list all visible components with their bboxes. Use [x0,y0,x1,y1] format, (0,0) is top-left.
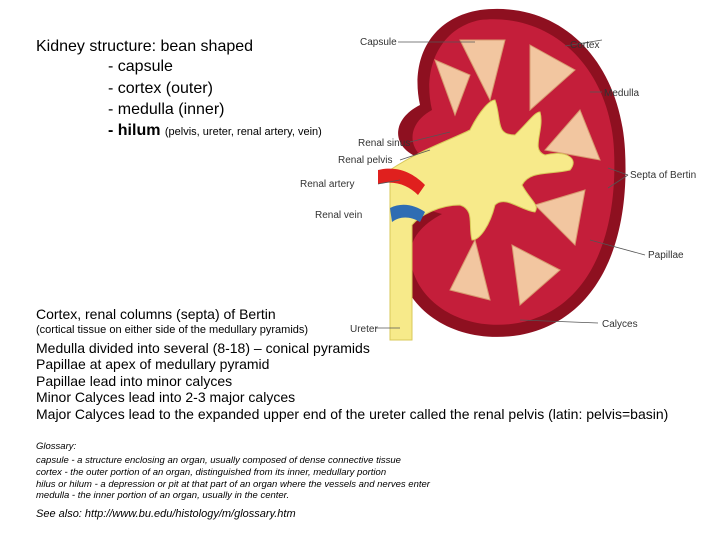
label-cortex: Cortex [570,40,599,51]
pyramid [544,109,601,161]
pyramid [529,44,576,112]
body-line: Minor Calyces lead into 2-3 major calyce… [36,389,296,405]
intro-item-medulla: - medulla (inner) [108,101,225,118]
glossary-heading: Glossary: [36,441,77,452]
intro-item-hilum: - hilum (pelvis, ureter, renal artery, v… [108,122,322,140]
hilum-label: - hilum [108,122,161,139]
renal-artery-shape [378,168,425,195]
label-capsule: Capsule [360,37,397,48]
label-renal-sinus: Renal sinus [358,138,410,149]
see-also-link[interactable]: See also: http://www.bu.edu/histology/m/… [36,508,296,520]
cortex-line: Cortex, renal columns (septa) of Bertin [36,306,276,322]
kidney-diagram: Capsule Cortex Medulla Renal sinus Renal… [300,8,696,341]
label-papillae: Papillae [648,250,684,261]
label-renal-pelvis: Renal pelvis [338,155,392,166]
label-ureter: Ureter [350,324,378,335]
hilum-detail: (pelvis, ureter, renal artery, vein) [164,126,322,138]
glossary-entry: capsule - a structure enclosing an organ… [36,455,401,466]
renal-pelvis-shape [389,99,574,341]
label-septa: Septa of Bertin [630,170,696,181]
intro-item-cortex: - cortex (outer) [108,80,213,97]
label-medulla: Medulla [604,88,639,99]
intro-item-capsule: - capsule [108,58,173,75]
kidney-structure-title: Kidney structure: bean shaped [36,38,254,55]
body-line: Medulla divided into several (8-18) – co… [36,340,370,356]
label-renal-artery: Renal artery [300,179,354,190]
label-calyces: Calyces [602,319,638,330]
glossary-entry: cortex - the outer portion of an organ, … [36,467,387,478]
body-line: Papillae at apex of medullary pyramid [36,356,270,372]
pyramid [449,238,491,301]
pyramid [534,189,586,247]
pyramid [459,39,506,102]
renal-vein-shape [390,204,425,222]
cortex-detail: (cortical tissue on either side of the m… [36,324,309,336]
pyramid [434,59,471,117]
body-line: Papillae lead into minor calyces [36,373,233,389]
glossary-entry: medulla - the inner portion of an organ,… [36,490,290,501]
label-renal-vein: Renal vein [315,210,362,221]
leader-lines [375,39,646,329]
body-line: Major Calyces lead to the expanded upper… [36,406,669,422]
glossary-entry: hilus or hilum - a depression or pit at … [36,479,430,490]
medulla-pyramids [434,39,601,306]
pyramid [511,244,561,306]
